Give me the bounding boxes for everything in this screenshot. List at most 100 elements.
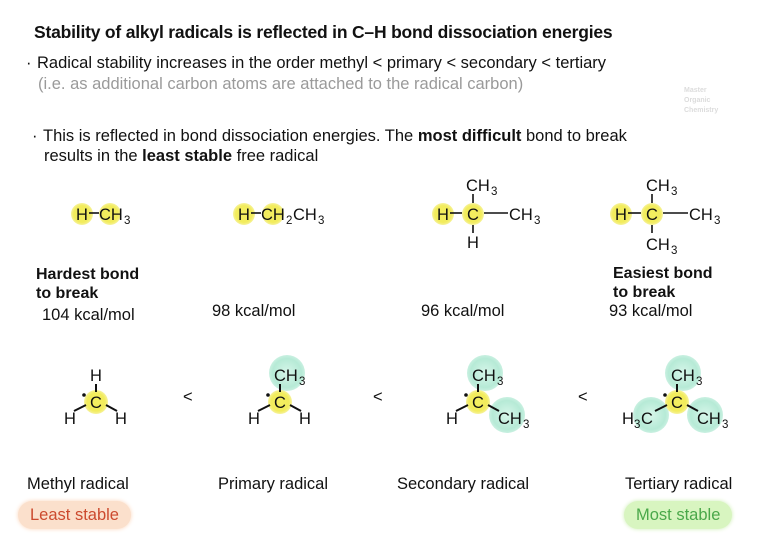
atom-h: H [64,410,76,428]
bde-propane: 96 kcal/mol [421,302,505,320]
secondary-radical-structure: CH 3 C H CH 3 [446,355,529,433]
highlight-methyl [633,397,669,433]
primary-radical-structure: CH 3 C H H [248,355,311,428]
bullet-2-line-2: results in the least stable free radical [44,147,318,166]
subscript: 3 [491,186,497,198]
bullet-1-line-2: (i.e. as additional carbon atoms are att… [38,75,524,93]
bullet-2-text-d: free radical [232,147,319,165]
atom-h: H [467,234,479,252]
subscript: 3 [318,215,324,227]
bond-line [455,404,469,412]
note-line: to break [36,285,99,302]
highlight-c [268,390,292,414]
most-stable-badge: Most stable [624,501,733,529]
atom-h: H [90,367,102,385]
atom-c: C [641,410,653,428]
bond-line [105,404,118,412]
subscript: 2 [286,215,292,227]
subscript: 3 [722,419,728,431]
subscript: 3 [671,186,677,198]
atom-h: H [115,410,127,428]
easiest-bond-label: Easiest bond to break [613,264,713,302]
bullet-2-line-1: · This is reflected in bond dissociation … [32,127,627,146]
atom-ch: CH [689,206,713,224]
highlight-c [665,390,689,414]
bond-line [487,404,500,412]
bond-line [73,404,87,412]
highlight-h [233,203,255,225]
highlight-c [641,203,663,225]
subscript: 3 [299,376,305,388]
radical-dot [266,393,270,397]
bullet-2-text-a: This is reflected in bond dissociation e… [43,127,418,145]
bond-line [257,404,271,412]
atom-h: H [446,410,458,428]
highlight-c [84,390,108,414]
atom-ch: CH [274,367,298,385]
less-than-symbol: < [373,388,383,406]
bullet-1-line-1: · Radical stability increases in the orde… [26,54,606,73]
bond-line [289,404,302,412]
methyl-radical-label: Methyl radical [27,475,129,493]
radical-dot [663,393,667,397]
bde-ethane: 98 kcal/mol [212,302,296,320]
watermark-line: Organic [684,97,711,104]
atom-h: H [299,410,311,428]
highlight-h [610,203,632,225]
bullet-dot: · [32,127,38,145]
highlight-h [432,203,454,225]
tertiary-radical-label: Tertiary radical [625,475,733,493]
less-than-symbol: < [578,388,588,406]
atom-h: H [437,206,449,224]
atom-c: C [646,206,658,224]
atom-ch: CH [646,177,670,195]
highlight-c [262,203,284,225]
bde-isobutane: 93 kcal/mol [609,302,693,320]
radical-dot [464,393,468,397]
atom-h: H [76,206,88,224]
atom-ch: CH [498,410,522,428]
hardest-bond-label: Hardest bond to break [36,265,139,303]
bond-line [654,404,668,412]
bullet-2-text-c: results in the [44,147,143,165]
subscript: 3 [497,376,503,388]
note-line: to break [613,284,676,301]
subscript: 3 [523,419,529,431]
atom-c: C [671,394,683,412]
emphasis-most-difficult: most difficult [417,127,522,145]
atom-c: C [90,394,102,412]
highlight-methyl [687,397,723,433]
bullet-dot: · [26,54,32,72]
atom-ch: CH [466,177,490,195]
note-line: Easiest bond [613,265,713,282]
subscript: 3 [634,419,640,431]
page-title: Stability of alkyl radicals is reflected… [34,22,613,42]
atom-ch: CH [646,236,670,254]
atom-ch: CH [472,367,496,385]
methane-structure: H CH 3 [71,203,130,227]
atom-ch: CH [99,206,123,224]
atom-ch: CH [261,206,285,224]
subscript: 3 [696,376,702,388]
subscript: 3 [534,215,540,227]
tertiary-radical-structure: CH 3 C H 3 C CH 3 [622,355,728,433]
watermark-line: Chemistry [684,107,719,114]
primary-radical-label: Primary radical [218,475,329,493]
methyl-radical-structure: H C H H [64,367,127,428]
highlight-c [466,390,490,414]
watermark-line: Master [684,87,707,94]
ethane-structure: H CH 2 CH 3 [233,203,324,227]
watermark: Master Organic Chemistry [684,86,744,116]
bullet-2-text-b: bond to break [521,127,627,145]
highlight-methyl [489,397,525,433]
highlight-c [99,203,121,225]
least-stable-badge: Least stable [18,501,131,529]
isobutane-structure: H C CH 3 CH 3 CH 3 [610,177,720,257]
highlight-methyl [665,355,701,391]
highlight-methyl [467,355,503,391]
atom-h: H [248,410,260,428]
bullet-1-text: Radical stability increases in the order… [37,54,607,72]
radical-dot [82,393,86,397]
atom-h: H [238,206,250,224]
